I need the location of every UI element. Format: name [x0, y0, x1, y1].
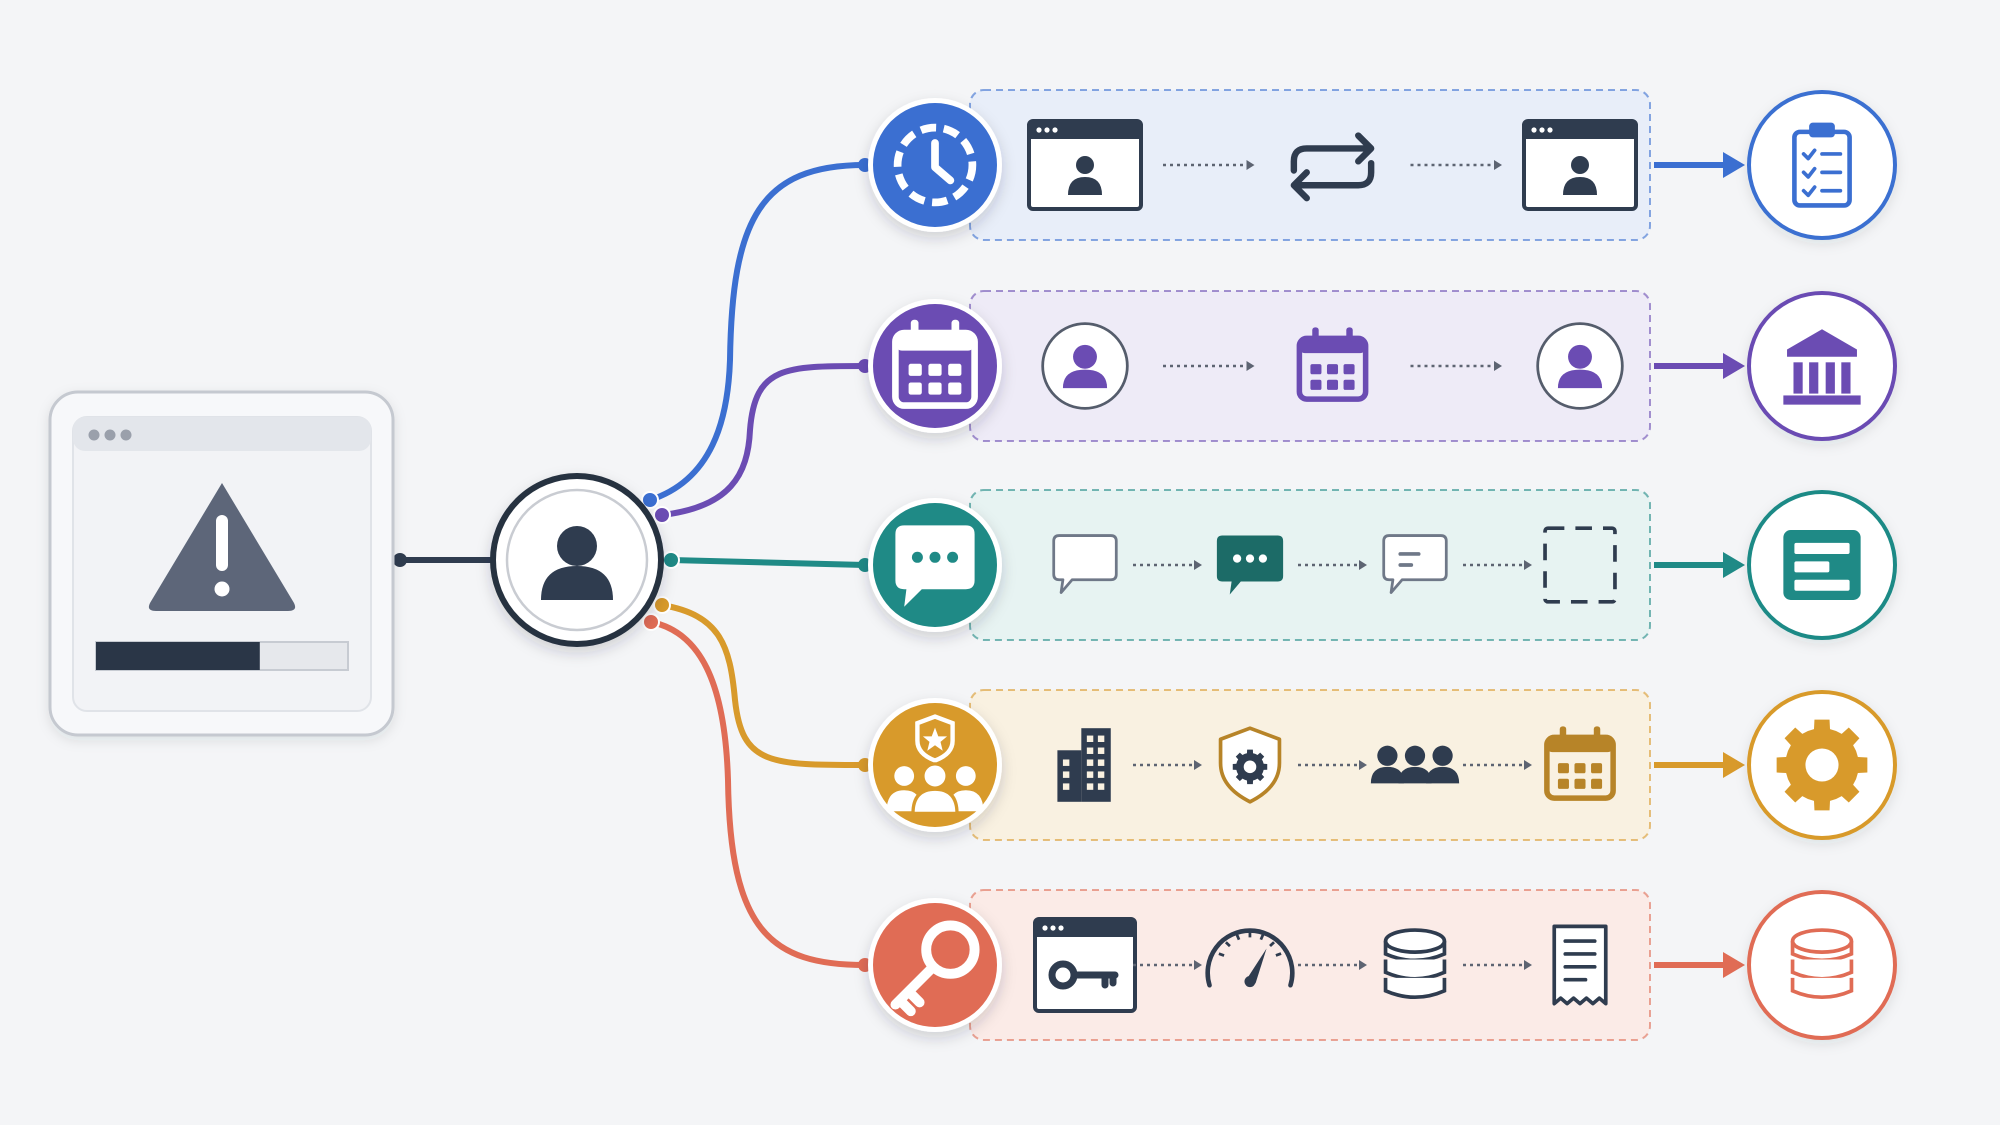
database-icon	[1383, 928, 1447, 1000]
step-arrowhead-organization-2	[1359, 760, 1367, 770]
clipboard-checklist-icon	[1792, 122, 1852, 208]
step-arrowhead-access-1	[1194, 960, 1202, 970]
browser-user-icon	[1522, 119, 1638, 211]
user-icon	[541, 526, 613, 600]
step-arrowhead-organization-3	[1524, 760, 1532, 770]
connector-session	[647, 162, 868, 503]
step-arrowhead-session-1	[1246, 160, 1255, 170]
row-messaging	[868, 489, 1897, 641]
output-arrowhead-session	[1723, 152, 1745, 178]
step-arrowhead-messaging-2	[1359, 560, 1367, 570]
receipt-icon	[1552, 924, 1608, 1006]
output-arrowhead-organization	[1723, 752, 1745, 778]
window-dot-3	[120, 429, 132, 441]
key-icon	[890, 920, 980, 1017]
row-access	[868, 889, 1897, 1041]
bank-icon	[1783, 329, 1861, 405]
connector-access-hub-dot	[642, 613, 660, 631]
window-dot-1	[88, 429, 100, 441]
database-icon	[1790, 928, 1854, 1000]
step-arrowhead-access-3	[1524, 960, 1532, 970]
connector-organization-hub-dot	[653, 596, 671, 614]
step-arrowhead-organization-1	[1194, 760, 1202, 770]
row-schedule	[868, 290, 1897, 442]
connector-schedule	[659, 363, 868, 518]
shield-gear-icon	[1218, 726, 1282, 804]
step-arrowhead-schedule-1	[1246, 361, 1255, 371]
step-arrowhead-schedule-2	[1494, 361, 1502, 371]
dashed-frame-icon	[1543, 526, 1617, 604]
user-circle-icon	[1041, 322, 1129, 410]
connector-messaging-hub-dot	[662, 551, 680, 569]
group-icon	[1370, 745, 1460, 784]
connector-organization	[659, 602, 868, 768]
step-arrowhead-messaging-1	[1194, 560, 1202, 570]
calendar-icon	[892, 319, 978, 409]
connector-access	[648, 619, 868, 968]
connector-schedule-hub-dot	[653, 506, 671, 524]
chat-empty-icon	[1052, 534, 1118, 594]
calendar-icon	[1296, 327, 1369, 402]
end-badge-schedule	[1747, 291, 1897, 441]
output-arrowhead-messaging	[1723, 552, 1745, 578]
team-shield-icon	[886, 714, 984, 816]
window-dot-2	[104, 429, 116, 441]
chat-lines-icon	[1382, 534, 1448, 594]
user-circle-icon	[1536, 322, 1624, 410]
form-fields-icon	[1783, 530, 1861, 600]
source-window-titlebar	[73, 417, 371, 451]
connector-session-hub-dot	[641, 491, 659, 509]
source-window	[48, 390, 395, 737]
rows	[868, 89, 1897, 1041]
chat-bubble-icon	[895, 525, 975, 607]
browser-key-icon	[1033, 917, 1137, 1013]
progress-fill	[96, 642, 260, 670]
warning-icon	[148, 483, 296, 611]
chat-dots-icon	[1216, 535, 1284, 595]
building-icon	[1057, 728, 1111, 802]
calendar-icon	[1544, 726, 1616, 801]
output-arrowhead-schedule	[1723, 353, 1745, 379]
speedometer-icon	[1205, 928, 1295, 988]
row-session	[868, 89, 1897, 241]
step-arrowhead-session-2	[1494, 160, 1502, 170]
source-anchor-dot	[393, 553, 407, 567]
gear-icon	[1776, 719, 1868, 811]
output-arrowhead-access	[1723, 952, 1745, 978]
user-hub	[490, 473, 664, 647]
step-arrowhead-messaging-3	[1524, 560, 1532, 570]
sync-arrows-icon	[1290, 132, 1375, 202]
clock-timeout-icon	[893, 123, 977, 207]
shield-gear-cog-icon	[1232, 749, 1268, 785]
row-organization	[868, 689, 1897, 841]
connector-messaging	[668, 557, 868, 568]
browser-user-icon	[1027, 119, 1143, 211]
step-arrowhead-access-2	[1359, 960, 1367, 970]
